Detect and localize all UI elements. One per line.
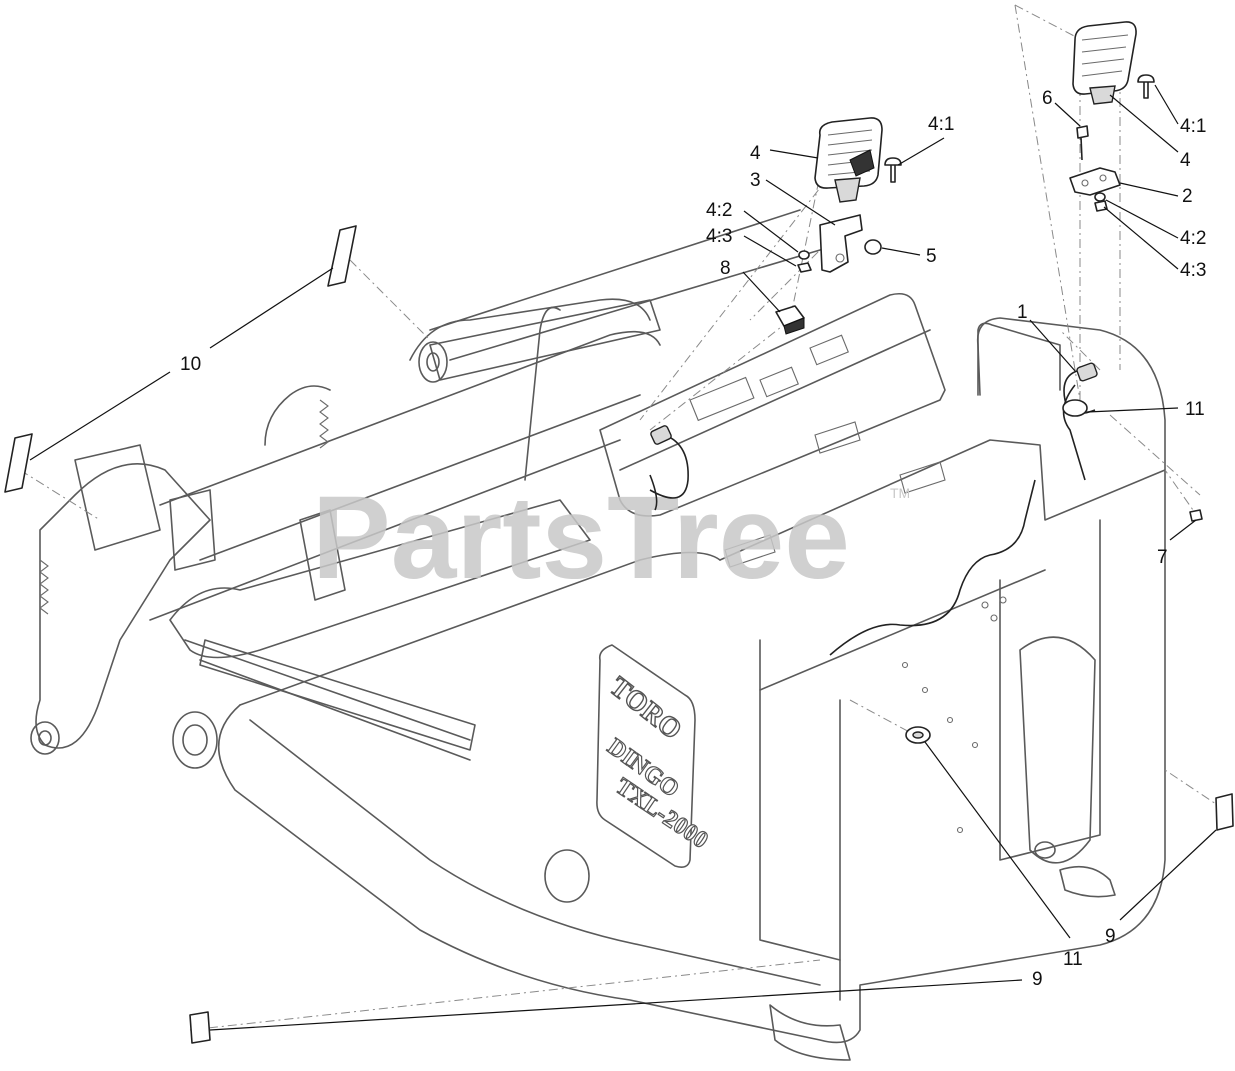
callout-6: 6 bbox=[1042, 88, 1053, 109]
harness-connector-1 bbox=[1062, 362, 1098, 481]
callout-labels: 4 4:1 3 4:2 4:3 5 8 6 4:1 4 2 4:2 4:3 1 … bbox=[180, 88, 1206, 990]
callout-4-3-left: 4:3 bbox=[706, 226, 732, 247]
tower-connector bbox=[650, 425, 672, 445]
callout-11-lower: 11 bbox=[1063, 949, 1083, 970]
nut-4-3-right bbox=[1094, 200, 1108, 212]
callout-9-bottom: 9 bbox=[1032, 969, 1043, 990]
callout-11-upper: 11 bbox=[1185, 399, 1205, 420]
branding-plate: TORO DINGO TXL-2000 bbox=[596, 644, 713, 868]
callout-4-1-left: 4:1 bbox=[928, 114, 954, 135]
work-light-right bbox=[1072, 21, 1137, 105]
leader-lines bbox=[29, 84, 1217, 1031]
wire-harness bbox=[649, 434, 1036, 744]
decal-10-lower bbox=[4, 433, 33, 493]
washer-4-2-left bbox=[798, 250, 810, 260]
callout-2: 2 bbox=[1182, 186, 1193, 207]
watermark: PartsTree TM bbox=[312, 472, 910, 604]
callout-4-2-right: 4:2 bbox=[1180, 228, 1206, 249]
bracket-2 bbox=[1069, 167, 1121, 196]
bolt-4-1-right bbox=[1137, 74, 1155, 99]
watermark-text: PartsTree bbox=[312, 472, 850, 604]
callout-4-1-right: 4:1 bbox=[1180, 116, 1206, 137]
bracket-3 bbox=[819, 214, 863, 273]
grommet-upper bbox=[1062, 399, 1088, 417]
nut-7 bbox=[1189, 509, 1203, 522]
decal-10-upper bbox=[327, 225, 357, 287]
reflector-9-bottom bbox=[189, 1011, 211, 1044]
callout-4-right: 4 bbox=[1180, 150, 1191, 171]
callout-9-right: 9 bbox=[1105, 926, 1116, 947]
nut-4-3-left bbox=[797, 262, 812, 273]
hardware bbox=[4, 74, 1234, 1044]
bolt-4-1-left bbox=[884, 157, 902, 183]
callout-8: 8 bbox=[720, 258, 731, 279]
machine-frame bbox=[30, 209, 1166, 1061]
callout-5: 5 bbox=[926, 246, 937, 267]
reflector-9-right bbox=[1215, 793, 1234, 831]
callout-1: 1 bbox=[1017, 302, 1028, 323]
bolt-6 bbox=[1076, 125, 1089, 161]
callout-4-left: 4 bbox=[750, 143, 761, 164]
work-light-left bbox=[814, 117, 883, 203]
callout-10: 10 bbox=[180, 354, 201, 375]
watermark-tm: TM bbox=[890, 485, 910, 501]
callout-4-2-left: 4:2 bbox=[706, 200, 732, 221]
washer-4-2-right bbox=[1094, 192, 1106, 202]
callout-7: 7 bbox=[1157, 547, 1168, 568]
callout-4-3-right: 4:3 bbox=[1180, 260, 1206, 281]
callout-3: 3 bbox=[750, 170, 761, 191]
spacer-5 bbox=[864, 239, 882, 255]
